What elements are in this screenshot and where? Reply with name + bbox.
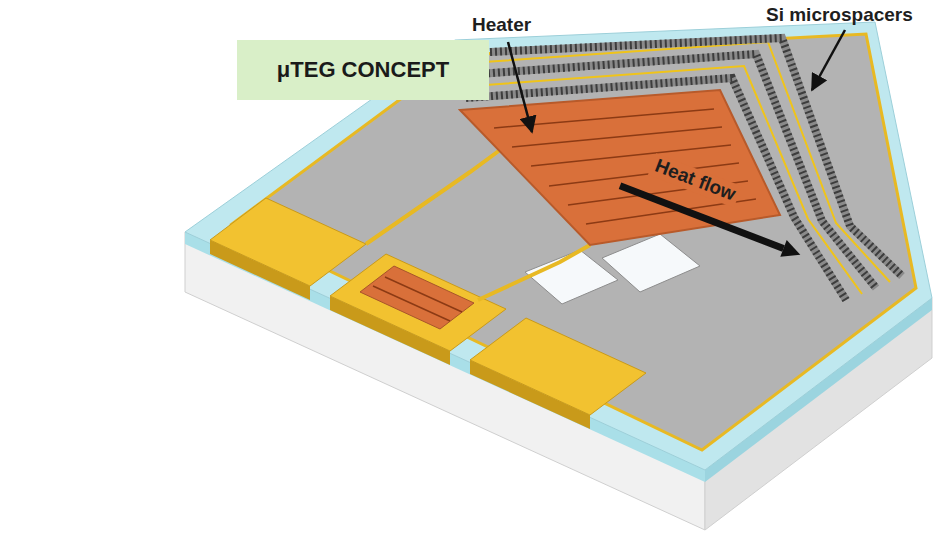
bond-pad bbox=[210, 198, 366, 286]
heater-serpentine bbox=[494, 109, 756, 224]
chip-top bbox=[185, 22, 932, 470]
heat-flow-arrowhead bbox=[780, 240, 800, 257]
resistor-line bbox=[385, 277, 462, 312]
bond-pad bbox=[330, 254, 506, 351]
part-label: Si microspacers bbox=[766, 4, 913, 27]
metal-trace bbox=[366, 150, 500, 244]
sensor-resistor bbox=[360, 266, 474, 329]
title-text: μTEG CONCEPT bbox=[277, 57, 449, 83]
leader-arrow bbox=[508, 42, 532, 132]
resistor-line bbox=[373, 286, 450, 321]
title-box: μTEG CONCEPT bbox=[237, 40, 489, 100]
heater-line bbox=[531, 145, 731, 166]
heater bbox=[460, 90, 780, 245]
heater-line bbox=[512, 127, 722, 147]
bond-pad bbox=[470, 318, 646, 415]
cavity bbox=[602, 234, 700, 292]
metal-trace bbox=[478, 245, 590, 300]
part-label: Heater bbox=[472, 14, 531, 37]
leader-arrow bbox=[812, 30, 845, 90]
